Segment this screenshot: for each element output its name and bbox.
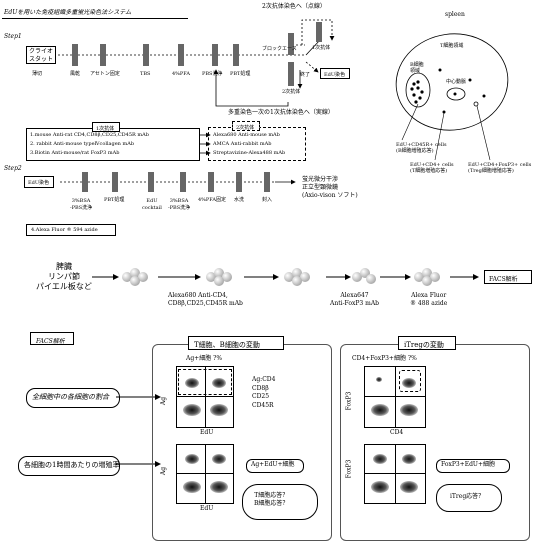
edu-stain-box: EdU染色 (320, 68, 350, 79)
step1-step-6: PBT処理 (230, 72, 250, 77)
cloud-1: T細胞応答？ B細胞応答？ (254, 492, 288, 509)
ag-axis-label-2: Ag (161, 467, 167, 475)
step2-edu-box: EdU染色 (24, 176, 54, 188)
cell-cluster-4 (352, 268, 378, 286)
block-ace-label: ブロックエース (262, 47, 297, 52)
secondary-label: 2次抗体 (282, 90, 300, 95)
cell-cluster-3 (284, 268, 318, 286)
row2-label: 各細胞の1時間あたりの増殖率 (24, 462, 119, 469)
stain-label-3: Alexa Fluor ® 488 azide (410, 292, 447, 308)
step2-step-3: EdU cocktail (142, 198, 162, 211)
primary-label: 1次抗体 (312, 46, 330, 51)
facs-plot-2 (176, 444, 234, 504)
facs-label: FACS解析 (30, 332, 74, 345)
step2-step-5: 4%PFA固定 (198, 198, 226, 203)
spleen-label-1: EdU+CD45R+ cells (B細胞増殖応答) (396, 142, 447, 154)
cd4-axis-label: CD4 (390, 430, 403, 436)
panel1-title: T細胞、B細胞の変動 (188, 336, 284, 350)
callout-2: FoxP3+EdU+細胞 (441, 462, 495, 468)
step1-step-1: 風乾 (70, 72, 80, 77)
t-region-label: T細胞領域 (440, 44, 463, 49)
primary-antibody-2: 2. rabbit Anti-mouse typeⅣcollagen mAb (30, 142, 134, 147)
cell-cluster-5 (414, 268, 448, 286)
cell-cluster-2 (206, 268, 240, 286)
spleen-label-2: EdU+CD4+ cells (T細胞増殖応答) (410, 162, 454, 174)
primary-antibody-1: 1.mouse Anti-rat CD4,CD8β,CD25,CD45R mAb (30, 133, 149, 138)
secondary-antibody-1: Alexa680 Anti-mouse mAb (213, 133, 280, 138)
facs-analysis-box: FACS解析 (484, 270, 532, 284)
ag-pct-label: Ag+細胞 ?% (186, 356, 222, 362)
primary-antibody-title: 1次抗体 (92, 122, 120, 132)
callout-1: Ag+EdU+細胞 (251, 462, 295, 468)
edu-axis-label-2: EdU (200, 506, 213, 512)
stain-label-1: Alexa680 Anti-CD4, CD8β,CD25,CD45R mAb (168, 292, 243, 308)
step1-step-3: TBS (140, 72, 150, 77)
cloud-2: iTreg応答？ (450, 494, 484, 500)
secondary-antibody-2: AMCA Anti-rabbit mAb (213, 142, 271, 147)
panel2-title: iTregの変動 (398, 336, 456, 350)
facs-plot-1 (176, 366, 234, 428)
foxp3-pct-label: CD4+FoxP3+細胞 ?% (352, 356, 417, 362)
step2-step-2: PBT処理 (104, 198, 124, 203)
foxp3-axis-label-1: FoxP3 (346, 392, 352, 411)
facs-plot-3 (364, 366, 426, 428)
artery-label: 中心動脈 (446, 80, 466, 85)
azide-box: 4.Alexa Fluor ® 594 azide (26, 224, 116, 236)
branch-top-label: 2次抗体染色へ（点線） (262, 4, 326, 10)
primary-antibody-3: 3.Biotin Anti-mouse/rat FoxP3 mAb (30, 151, 119, 156)
ag-axis-label-1: Ag (161, 397, 167, 405)
spleen-label-3: EdU+CD4+FoxP3+ cells (Treg細胞増殖応答) (468, 162, 531, 174)
branch-bottom-label: 多重染色一次の1次抗体染色へ（実線） (228, 110, 334, 116)
spleen-title: spleen (445, 12, 465, 18)
step1-step-2: アセトン固定 (90, 72, 120, 77)
step2-label: Step2 (4, 166, 22, 172)
foxp3-axis-label-2: FoxP3 (346, 460, 352, 479)
b-region-label: B細胞 領域 (410, 62, 424, 74)
step2-step-1: 3%BSA -PBS洗浄 (70, 198, 92, 211)
end-label: 終了 (300, 73, 310, 78)
step2-step-4: 3%BSA -PBS洗浄 (168, 198, 190, 211)
step1-step-4: 4%PFA (172, 72, 190, 77)
cell-cluster-1 (122, 268, 156, 286)
ag-list: Ag:CD4 CD8β CD25 CD45R (252, 376, 275, 411)
microscope-label: 蛍光微分干渉 正立型顕微鏡 (Axio-vison ソフト) (302, 176, 358, 199)
step1-step-5: PBS洗浄 (202, 72, 222, 77)
stain-label-2: Alexa647 Anti-FoxP3 mAb (330, 292, 379, 308)
step2-step-6: 水洗 (234, 198, 244, 203)
step2-step-7: 封入 (262, 198, 272, 203)
secondary-antibody-3: Streptavizine-Alexa488 mAb (213, 151, 285, 156)
edu-axis-label-1: EdU (200, 430, 213, 436)
row1-label: 全細胞中の各細胞の割合 (32, 394, 109, 401)
facs-plot-4 (364, 444, 426, 504)
tissue-label: 脾臓 リンパ節 パイエル板など (36, 262, 92, 292)
secondary-antibody-title: 2次抗体 (232, 121, 260, 131)
